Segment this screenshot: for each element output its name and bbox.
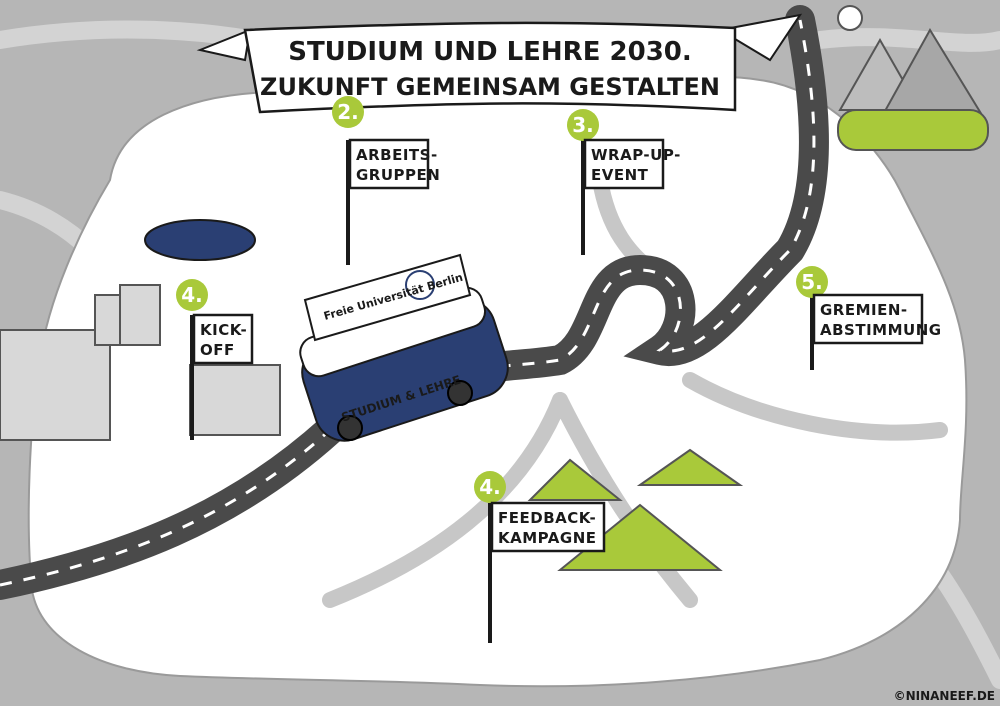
station-number-badge bbox=[332, 96, 364, 128]
title-banner: STUDIUM UND LEHRE 2030. ZUKUNFT GEMEINSA… bbox=[196, 13, 803, 114]
campus-buildings bbox=[0, 284, 281, 441]
station-number: 4. bbox=[181, 283, 203, 307]
flag-label-line: ARBEITS- bbox=[356, 146, 438, 164]
flag-cloth bbox=[348, 138, 430, 190]
station-number: 3. bbox=[572, 113, 594, 137]
flag-cloth bbox=[583, 138, 665, 190]
banner-title-line2: ZUKUNFT GEMEINSAM GESTALTEN bbox=[260, 73, 720, 101]
footpaths bbox=[322, 172, 948, 608]
station-number: 4. bbox=[479, 475, 501, 499]
station-number-badge bbox=[796, 266, 828, 298]
flag-cloth bbox=[812, 293, 924, 345]
main-road bbox=[0, 5, 829, 600]
station-number: 2. bbox=[337, 100, 359, 124]
flag-label-line: KAMPAGNE bbox=[498, 529, 597, 547]
station-5: 4. FEEDBACK- KAMPAGNE bbox=[474, 471, 606, 643]
station-4: 5. GREMIEN- ABSTIMMUNG bbox=[796, 266, 942, 370]
flag-label-line: GREMIEN- bbox=[820, 301, 908, 319]
sun-icon bbox=[837, 5, 863, 31]
station-1: 2. ARBEITS- GRUPPEN bbox=[332, 96, 440, 265]
station-number-badge bbox=[567, 109, 599, 141]
pond bbox=[144, 219, 256, 261]
banner-title-line1: STUDIUM UND LEHRE 2030. bbox=[288, 37, 692, 67]
flag-label-line: WRAP-UP- bbox=[591, 146, 681, 164]
station-3: 4. KICK- OFF bbox=[176, 279, 254, 440]
flag-label-line: GRUPPEN bbox=[356, 166, 440, 184]
flag-label-line: FEEDBACK- bbox=[498, 509, 596, 527]
flag-label-line: ABSTIMMUNG bbox=[820, 321, 942, 339]
flag-cloth bbox=[192, 313, 254, 365]
station-number-badge bbox=[474, 471, 506, 503]
flag-label-line: EVENT bbox=[591, 166, 649, 184]
flag-cloth bbox=[490, 501, 606, 553]
station-number: 5. bbox=[801, 270, 823, 294]
station-number-badge bbox=[176, 279, 208, 311]
credit-text: ©NINANEEF.DE bbox=[894, 689, 995, 703]
flag-label-line: OFF bbox=[200, 341, 235, 359]
mountains bbox=[837, 28, 989, 151]
vw-bus: STUDIUM & LEHRE bbox=[299, 286, 509, 442]
feedback-tents bbox=[527, 448, 744, 571]
university-seal-icon bbox=[405, 270, 435, 300]
station-flags: 2. ARBEITS- GRUPPEN 3. WRAP-UP- EVENT 4. KICK- O… bbox=[176, 96, 942, 643]
station-2: 3. WRAP-UP- EVENT bbox=[567, 109, 681, 255]
flag-label-line: KICK- bbox=[200, 321, 247, 339]
